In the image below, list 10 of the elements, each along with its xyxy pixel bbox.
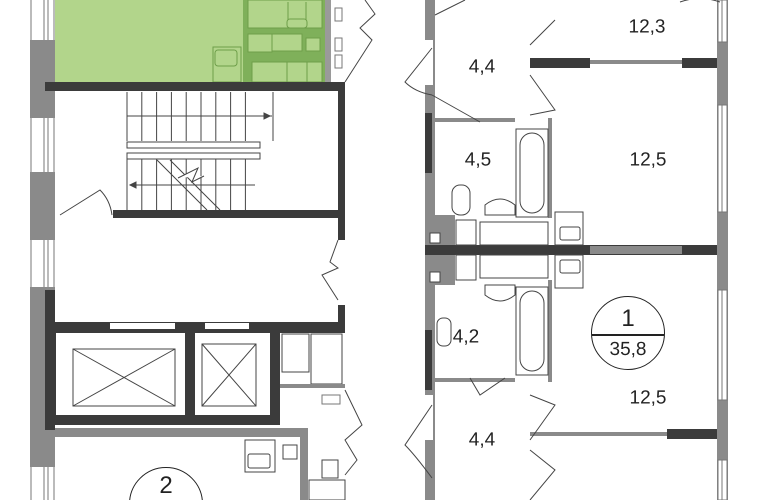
room-area: 4,5 [464, 150, 492, 170]
room-area: 12,3 [628, 18, 666, 36]
room-area: 12,5 [630, 388, 666, 408]
room-area: 4,4 [468, 430, 496, 450]
room-area: 4,2 [452, 328, 480, 346]
apartment-number: 2 [159, 474, 173, 500]
room-area: 4,4 [468, 58, 496, 76]
room-area: 12,5 [630, 150, 666, 170]
apartment-total-area: 35,8 [610, 336, 646, 359]
apartment-number: 1 [621, 307, 635, 334]
